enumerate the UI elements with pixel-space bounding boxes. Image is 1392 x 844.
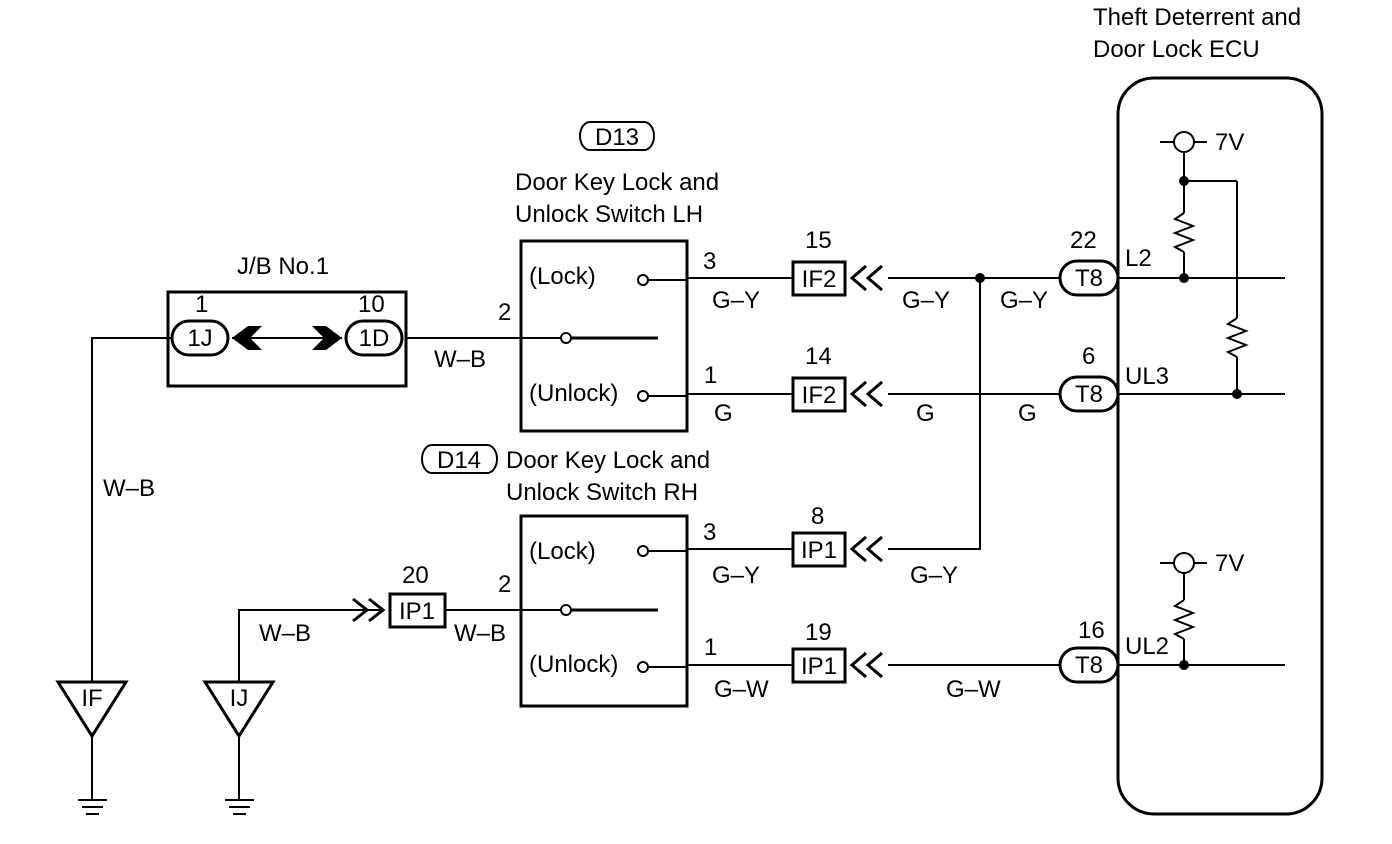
t8-connector-16: T8 — [1058, 646, 1120, 684]
switch-rh-lock-label: (Lock) — [529, 538, 596, 565]
wire-wb-ij: W–B — [259, 620, 311, 647]
jb-connector-1j: 1J — [170, 319, 230, 357]
t8-6-label: T8 — [1075, 381, 1103, 408]
ground-if-label: IF — [81, 685, 102, 712]
switch-lh-title-line1: Door Key Lock and — [515, 169, 719, 196]
switch-lh-box — [519, 239, 689, 433]
jb-left-chevron — [232, 326, 262, 350]
t8-16-label: T8 — [1075, 652, 1103, 679]
ground-ij: IJ — [202, 680, 276, 815]
switch-lh-code-badge: D13 — [579, 121, 655, 151]
wire-g-right: G — [1018, 400, 1037, 427]
ip1-20-label: IP1 — [399, 598, 435, 625]
switch-rh-pin-common: 2 — [498, 571, 511, 598]
jb-conn-left-label: 1J — [187, 325, 212, 352]
wire-wb-rh: W–B — [454, 620, 506, 647]
switch-rh-title-line2: Unlock Switch RH — [506, 479, 698, 506]
ip1-19-label: IP1 — [801, 653, 837, 680]
jb-right-chevron — [312, 326, 342, 350]
ecu-title-line1: Theft Deterrent and — [1093, 4, 1301, 31]
ecu-supply-bottom: 7V — [1215, 550, 1244, 577]
jb-title: J/B No.1 — [237, 253, 329, 280]
ip1-connector-19: IP1 — [791, 647, 883, 684]
wire-gw-mid: G–W — [946, 676, 1001, 703]
if2-15-pin: 15 — [805, 227, 832, 254]
t8-22-label: T8 — [1075, 265, 1103, 292]
jb-pin-left: 1 — [195, 291, 208, 318]
if2-14-pin: 14 — [805, 343, 832, 370]
if2-connector-15: IF2 — [791, 260, 883, 297]
switch-rh-code-badge: D14 — [421, 444, 498, 474]
ground-if: IF — [55, 680, 129, 815]
ip1-19-pin: 19 — [805, 619, 832, 646]
switch-lh-pin-lock: 3 — [703, 248, 716, 275]
ecu-title-line2: Door Lock ECU — [1093, 36, 1260, 63]
jb-pin-right: 10 — [358, 291, 385, 318]
ip1-8-label: IP1 — [801, 537, 837, 564]
ecu-terminal-l2: L2 — [1125, 245, 1152, 272]
wire-gw-rh: G–W — [714, 676, 769, 703]
wire-g-lh: G — [714, 400, 733, 427]
t8-22-pin: 22 — [1070, 227, 1097, 254]
wire-gy-lh: G–Y — [712, 287, 760, 314]
wire-gy-rh-mid: G–Y — [910, 562, 958, 589]
switch-lh-title-line2: Unlock Switch LH — [515, 201, 703, 228]
switch-rh-code: D14 — [437, 447, 481, 474]
switch-rh-pin-unlock: 1 — [704, 634, 717, 661]
ip1-8-pin: 8 — [811, 503, 824, 530]
jb-conn-right-label: 1D — [359, 325, 390, 352]
wire-gy-mid: G–Y — [902, 287, 950, 314]
jb-connector-1d: 1D — [344, 319, 404, 357]
wire-gy-right: G–Y — [1000, 287, 1048, 314]
switch-lh-code: D13 — [595, 124, 639, 151]
switch-rh-pin-lock: 3 — [703, 519, 716, 546]
ecu-top-supply — [1160, 131, 1249, 399]
ip1-20-pin: 20 — [402, 562, 429, 589]
ecu-box — [1116, 76, 1324, 816]
ip1-connector-20: IP1 — [352, 592, 447, 629]
wire-wb-left: W–B — [103, 475, 155, 502]
wire-gy-rh: G–Y — [712, 562, 760, 589]
switch-rh-title-line1: Door Key Lock and — [506, 447, 710, 474]
t8-connector-22: T8 — [1058, 259, 1120, 297]
t8-16-pin: 16 — [1078, 617, 1105, 644]
ecu-terminal-ul3: UL3 — [1125, 363, 1169, 390]
ground-ij-label: IJ — [230, 685, 249, 712]
if2-connector-14: IF2 — [791, 376, 883, 413]
wire-g-mid: G — [916, 400, 935, 427]
ecu-supply-top: 7V — [1215, 129, 1244, 156]
ip1-connector-8: IP1 — [791, 531, 883, 568]
switch-lh-pin-unlock: 1 — [704, 362, 717, 389]
switch-lh-pin-common: 2 — [498, 299, 511, 326]
if2-15-label: IF2 — [802, 266, 837, 293]
t8-6-pin: 6 — [1082, 343, 1095, 370]
if2-14-label: IF2 — [802, 382, 837, 409]
switch-lh-lock-label: (Lock) — [529, 263, 596, 290]
wire-wb-jb: W–B — [434, 346, 486, 373]
switch-lh-unlock-label: (Unlock) — [529, 380, 618, 407]
ecu-terminal-ul2: UL2 — [1125, 633, 1169, 660]
t8-connector-6: T8 — [1058, 375, 1120, 413]
switch-rh-unlock-label: (Unlock) — [529, 651, 618, 678]
